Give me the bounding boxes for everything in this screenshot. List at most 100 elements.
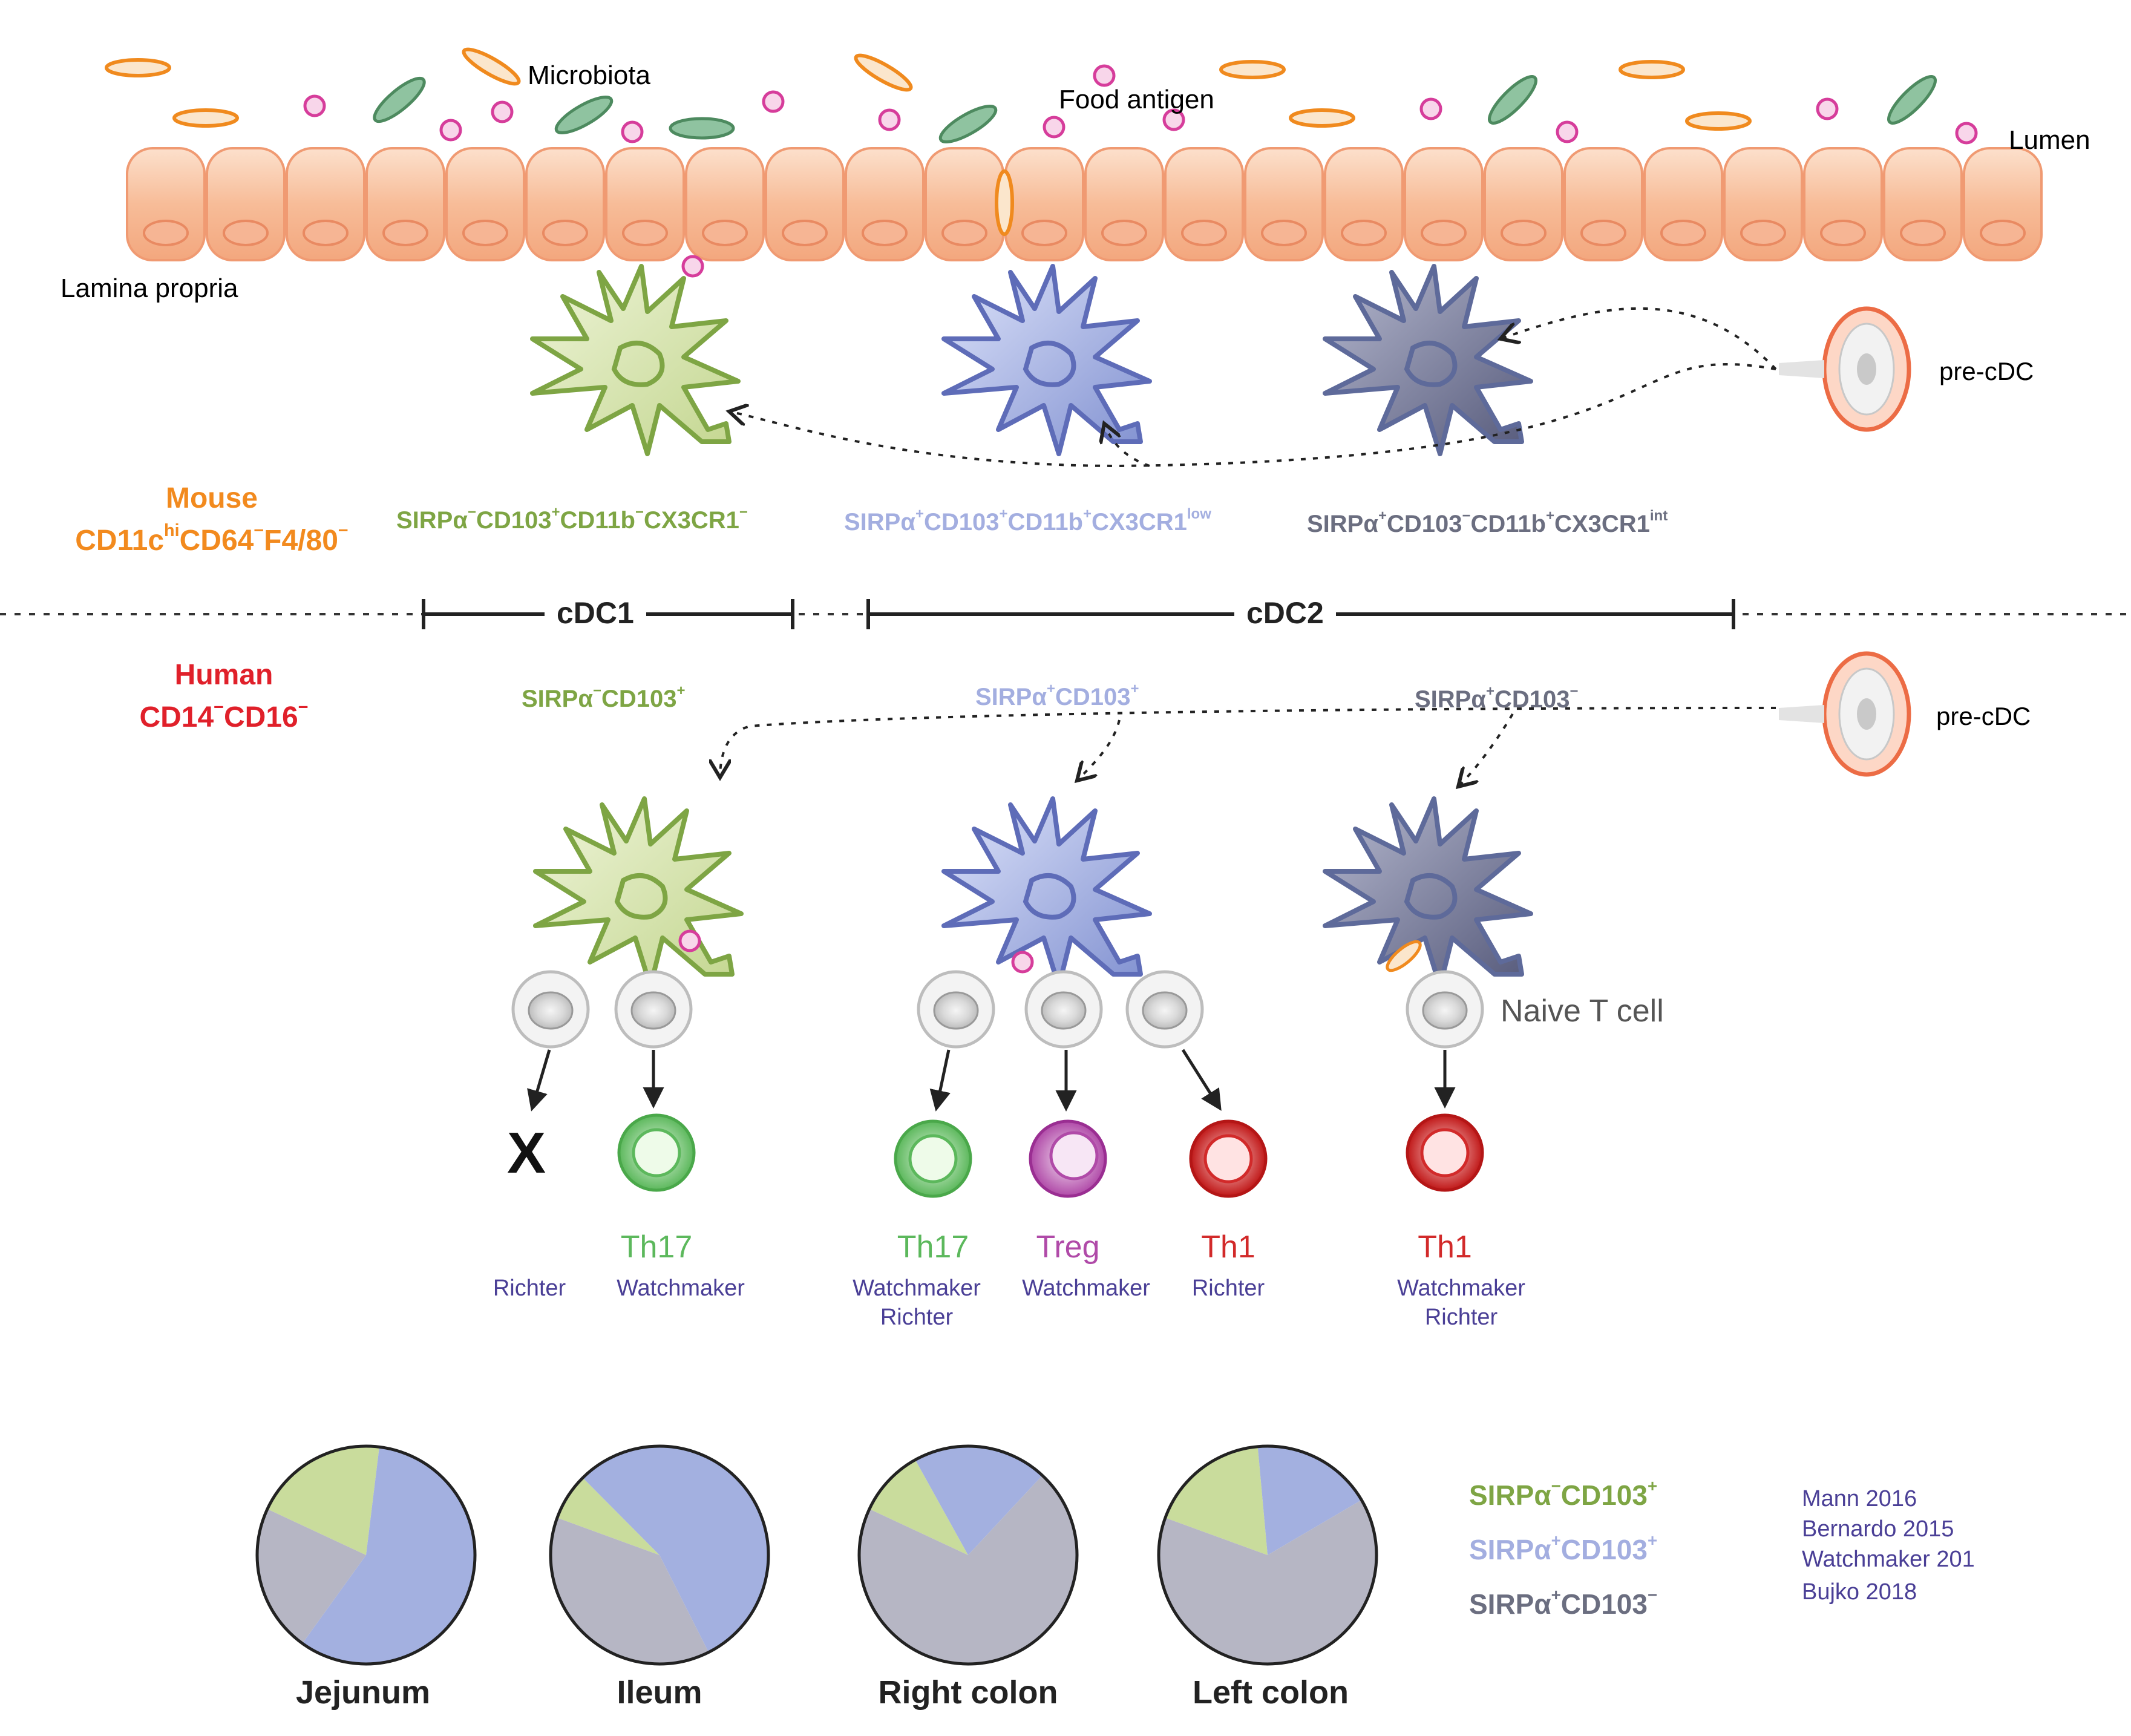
treg-cell [1029, 1119, 1107, 1198]
outcome-reference: Richter [493, 1276, 566, 1301]
naive-t-cell [1024, 970, 1103, 1049]
epithelial-cell [1164, 147, 1244, 261]
pie-slice [1165, 1446, 1268, 1555]
food-antigen [1093, 64, 1116, 87]
food-antigen [1011, 951, 1034, 974]
cdc2-label: cDC2 [1234, 598, 1336, 628]
pie-slice [1158, 1499, 1377, 1664]
human-cdc1-cell [535, 799, 741, 986]
pie-charts [255, 1444, 1378, 1666]
epithelial-cell [445, 147, 525, 261]
mouse-label: Mouse CD11chiCD64−F4/80− [75, 482, 349, 557]
epithelium [126, 147, 2043, 261]
naive-t-cell [1125, 970, 1204, 1049]
outcome-reference: Richter [1191, 1276, 1265, 1301]
reference-item: Bujko 2018 [1802, 1579, 1917, 1605]
pie-outline [1157, 1444, 1378, 1666]
no-response-x: X [507, 1121, 546, 1185]
outcome-th17-label: Th17 [897, 1230, 969, 1265]
epithelial-cell [1404, 147, 1484, 261]
mouse-phenotype-cdc2-cd103neg: SIRPα+CD103−CD11b+CX3CR1int [1307, 507, 1668, 537]
epithelial-cell [845, 147, 925, 261]
pie-slice [257, 1508, 366, 1643]
epithelial-cell [1723, 147, 1803, 261]
epithelial-cell [1563, 147, 1643, 261]
epithelial-cell [605, 147, 685, 261]
pie-title-right-colon: Right colon [878, 1674, 1058, 1711]
bacterium [995, 169, 1014, 236]
pie-left-colon [1157, 1444, 1378, 1666]
naive-t-cell [917, 970, 995, 1049]
food-antigen [621, 120, 644, 143]
pie-slice [557, 1478, 660, 1555]
pie-title-jejunum: Jejunum [295, 1674, 431, 1711]
th1-cell [1189, 1119, 1268, 1198]
bacterium [1386, 940, 1422, 972]
epithelial-cell [365, 147, 445, 261]
mouse-migration-arrows [729, 307, 1777, 468]
epithelial-cell [1324, 147, 1404, 261]
pie-ileum [549, 1444, 770, 1666]
pre-cdc-human-cell [1779, 651, 1911, 777]
pie-title-left-colon: Left colon [1193, 1674, 1349, 1711]
bacterium [1289, 108, 1355, 128]
epithelial-cell [1803, 147, 1883, 261]
mouse-cdc2-cd103pos-cell [944, 266, 1150, 454]
human-migration-arrows [720, 707, 1776, 787]
pie-slice [869, 1459, 968, 1555]
lumen-label: Lumen [2009, 125, 2090, 155]
mouse-cdc2-cd103neg-cell [1325, 266, 1531, 454]
epithelial-cell [1963, 147, 2043, 261]
th1-cell [1406, 1113, 1484, 1192]
pie-title-ileum: Ileum [617, 1674, 702, 1711]
epithelial-cell [1244, 147, 1324, 261]
bacterium [554, 96, 614, 134]
naive-t-cell [614, 970, 693, 1049]
food-antigen [1419, 97, 1442, 120]
pie-slice [550, 1518, 709, 1665]
epithelial-cell [925, 147, 1004, 261]
differentiation-arrows [527, 1049, 1456, 1112]
bacterium [1619, 60, 1685, 79]
food-antigen [491, 100, 514, 123]
human-label: Human CD14−CD16− [139, 659, 309, 733]
food-antigen [439, 119, 462, 142]
th17-cell [894, 1119, 972, 1198]
pie-slice [302, 1447, 476, 1664]
reference-item: Watchmaker 201 [1802, 1547, 1975, 1572]
human-phenotype-cdc2-cd103pos: SIRPα+CD103+ [975, 680, 1139, 710]
outcome-treg-label: Treg [1036, 1230, 1100, 1265]
epithelial-cell [1004, 147, 1084, 261]
food-antigen [1556, 120, 1579, 143]
pie-right-colon [857, 1444, 1079, 1666]
pie-slice [583, 1446, 768, 1652]
human-cdc2-cd103neg-cell [1325, 799, 1531, 986]
pie-slice [915, 1446, 1043, 1555]
bacterium [172, 108, 239, 128]
legend-item-sirpa-neg-cd103-pos: SIRPα−CD103+ [1469, 1476, 1658, 1511]
mouse-phenotype-cdc2-cd103pos: SIRPα+CD103+CD11b+CX3CR1low [844, 505, 1211, 536]
epithelial-cell [1643, 147, 1723, 261]
bacterium [105, 58, 171, 77]
epithelial-cell [685, 147, 765, 261]
bacterium [1488, 75, 1537, 125]
epithelial-cell [765, 147, 845, 261]
th17-cell [617, 1113, 696, 1192]
legend-item-sirpa-pos-cd103-neg: SIRPα+CD103− [1469, 1585, 1658, 1620]
naive-t-cell-label: Naive T cell [1501, 994, 1664, 1029]
epithelial-cell [206, 147, 286, 261]
naive-t-cell [511, 970, 590, 1049]
bacterium [1887, 75, 1937, 125]
reference-item: Bernardo 2015 [1802, 1516, 1954, 1542]
cdc1-label: cDC1 [545, 598, 646, 628]
epithelial-cell [1084, 147, 1164, 261]
food-antigen [681, 255, 704, 278]
outcome-reference: Watchmaker [617, 1276, 745, 1301]
outcome-reference: Watchmaker [1022, 1276, 1150, 1301]
food-antigen-label: Food antigen [1059, 85, 1214, 114]
food-antigen [762, 90, 785, 113]
pre-cdc-mouse-label: pre-cDC [1939, 357, 2034, 385]
food-antigen [1955, 122, 1978, 145]
epithelial-cell [126, 147, 206, 261]
